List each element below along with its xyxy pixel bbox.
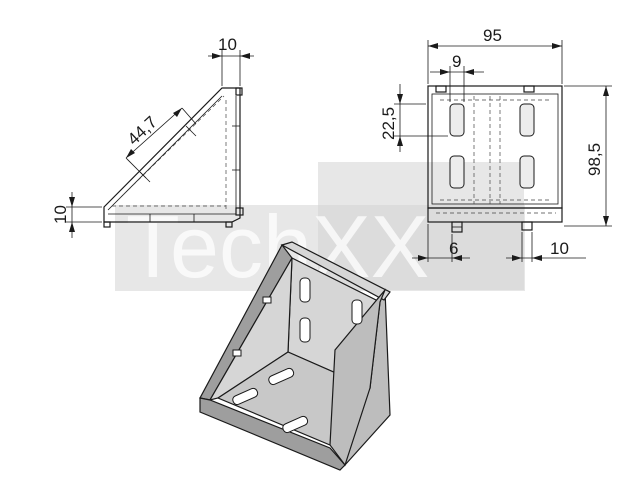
dim-side-left-arrow-top	[69, 197, 75, 207]
dim-front-width-arrow-left	[428, 43, 438, 49]
dim-side-diag-ext-a	[125, 157, 147, 179]
dim-side-diag-line	[125, 107, 183, 159]
front-view-slot-bottom-right	[519, 155, 535, 189]
iso-slot-back-right	[351, 299, 363, 325]
dim-side-diag-arrow-a	[126, 149, 135, 158]
dim-side-diag-arrow-b	[173, 108, 182, 117]
dim-front-right-arrow-b	[532, 255, 542, 261]
dim-front-offset-arrow-bottom	[397, 136, 403, 146]
dim-front-height-arrow-bottom	[603, 216, 609, 226]
front-view-slot-top-right	[519, 103, 535, 137]
iso-slot-floor-left	[232, 387, 259, 406]
iso-tab-lower	[232, 349, 242, 357]
side-view-tab-2	[235, 207, 244, 216]
front-view-slot-bottom-left	[449, 155, 465, 189]
dim-front-offset-label: 22,5	[379, 107, 398, 140]
dim-side-diag-ext-b	[181, 107, 197, 125]
dim-front-slot-arrow-right	[464, 69, 474, 75]
dim-front-left-label: 6	[449, 239, 458, 258]
dim-front-left-arrow-a	[418, 255, 428, 261]
dim-side-left-arrow-bottom	[69, 222, 75, 232]
front-view-tab-top-left	[435, 85, 447, 93]
dim-front-offset-arrow-top	[397, 94, 403, 104]
iso-top-rim	[280, 241, 391, 301]
dim-front-width-label: 95	[483, 26, 502, 45]
dim-front-slot-label: 9	[452, 52, 461, 71]
dim-front-left-arrow-b	[452, 255, 462, 261]
side-view-tab-4	[225, 221, 233, 228]
side-view-tab	[235, 87, 243, 96]
iso-slot-back-upper	[299, 277, 311, 303]
dim-side-top-arrow-right	[240, 53, 250, 59]
dim-front-width-arrow-right	[552, 43, 562, 49]
front-view: 95 9 22,5 98,5 6 10	[379, 26, 612, 262]
iso-slot-floor-center	[268, 367, 295, 386]
side-view-hidden-diagonal	[117, 95, 225, 201]
dim-side-top-label: 10	[218, 35, 237, 54]
dim-front-height-label: 98,5	[585, 143, 604, 176]
dim-side-left-label: 10	[51, 205, 70, 224]
dim-front-slot-arrow-left	[440, 69, 450, 75]
dim-front-right-label: 10	[550, 239, 569, 258]
iso-slot-floor-right	[282, 415, 309, 434]
front-view-base	[427, 207, 563, 223]
front-view-tab-top-right	[523, 85, 535, 93]
front-view-nut-right	[521, 221, 533, 231]
isometric-view	[199, 241, 391, 471]
iso-tab-upper	[262, 296, 272, 304]
dim-front-right-arrow-a	[512, 255, 522, 261]
dim-side-top-arrow-left	[212, 53, 222, 59]
dim-side-diag-label: 44,7	[124, 112, 161, 148]
side-view-tab-3	[103, 221, 111, 228]
front-view-slot-top-left	[449, 103, 465, 137]
iso-right-rib-face	[329, 289, 386, 467]
dim-front-height-arrow-top	[603, 86, 609, 96]
iso-slot-back-lower	[299, 317, 311, 343]
front-view-inner	[431, 93, 559, 205]
side-view-slot-mark	[185, 125, 197, 137]
